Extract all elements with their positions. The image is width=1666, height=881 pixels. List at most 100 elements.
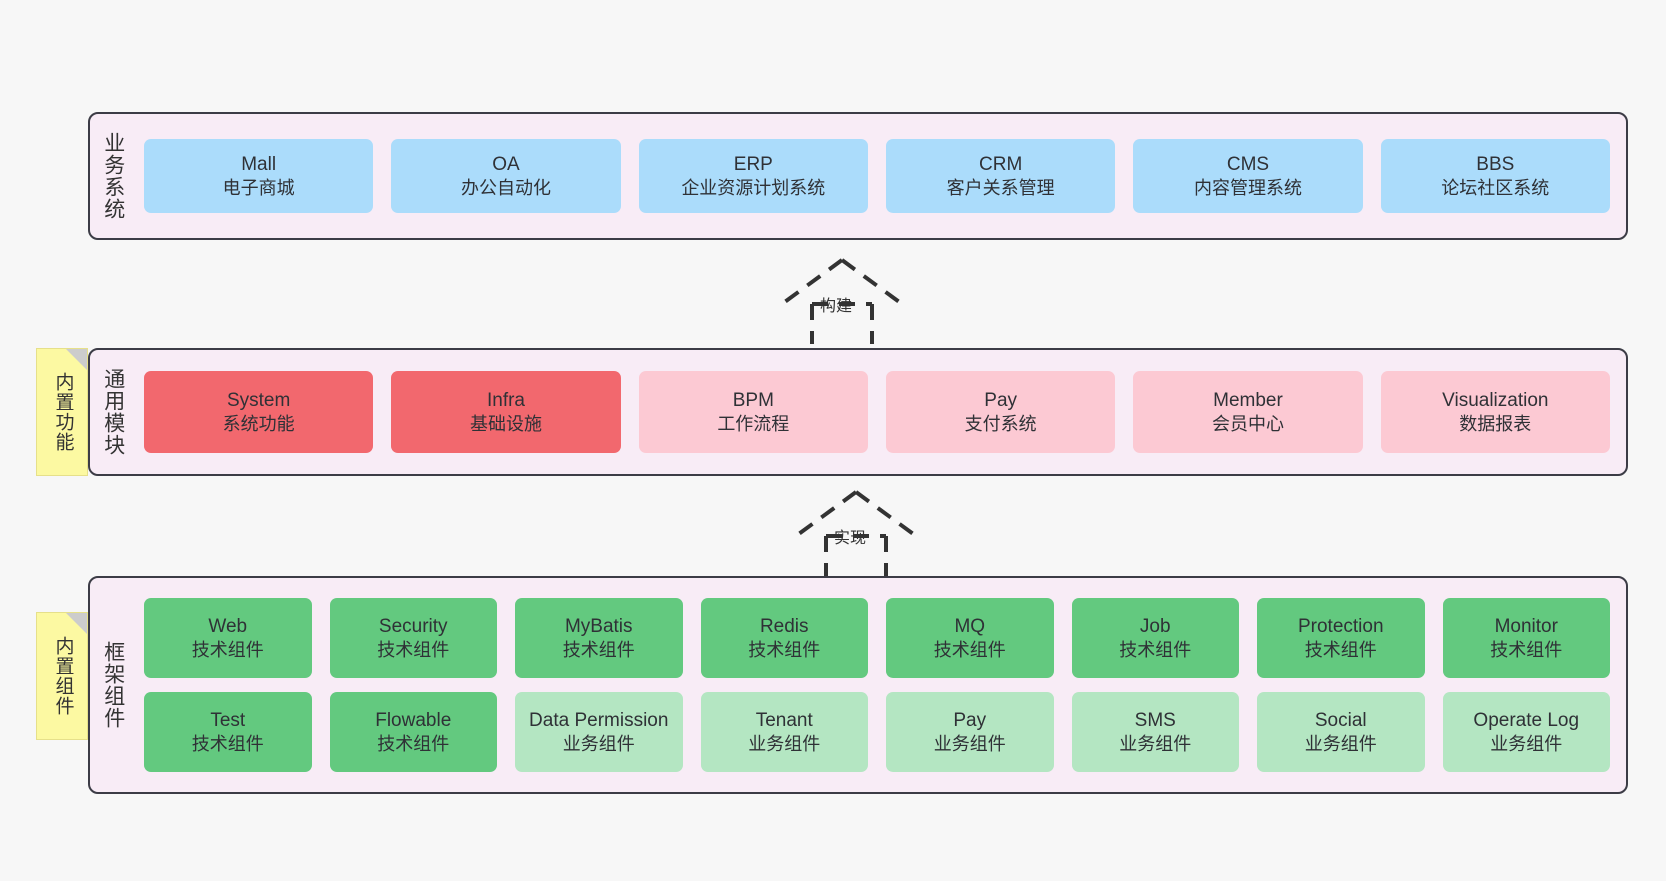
layer-business-systems: 业务系统 Mall 电子商城 OA 办公自动化 ERP 企业资源计划系统 CRM… (88, 112, 1628, 240)
card-subtitle: 业务组件 (933, 733, 1006, 754)
card-social[interactable]: Social 业务组件 (1257, 692, 1425, 772)
card-subtitle: 办公自动化 (460, 177, 551, 198)
card-oa[interactable]: OA 办公自动化 (391, 139, 621, 213)
card-subtitle: 技术组件 (191, 733, 264, 754)
card-visualization[interactable]: Visualization 数据报表 (1380, 371, 1610, 453)
card-title: System (226, 389, 291, 411)
card-redis[interactable]: Redis 技术组件 (700, 598, 868, 678)
card-subtitle: 支付系统 (964, 413, 1037, 434)
card-title: Mall (241, 153, 277, 175)
layer-common-modules: 通用模块 System 系统功能 Infra 基础设施 BPM 工作流程 Pay… (88, 348, 1628, 476)
card-subtitle: 技术组件 (562, 639, 635, 660)
card-title: CMS (1226, 153, 1270, 175)
card-subtitle: 数据报表 (1459, 413, 1532, 434)
card-subtitle: 内容管理系统 (1193, 177, 1302, 198)
card-tenant[interactable]: Tenant 业务组件 (700, 692, 868, 772)
card-title: Data Permission (529, 709, 669, 731)
card-title: MyBatis (564, 615, 633, 637)
card-subtitle: 会员中心 (1211, 413, 1284, 434)
card-title: Operate Log (1473, 709, 1580, 731)
card-subtitle: 技术组件 (377, 639, 450, 660)
arrow-build: 构建 (752, 256, 932, 346)
note-label: 内置组件 (52, 636, 74, 716)
card-security[interactable]: Security 技术组件 (329, 598, 497, 678)
card-subtitle: 电子商城 (222, 177, 295, 198)
card-subtitle: 技术组件 (377, 733, 450, 754)
card-subtitle: 业务组件 (1304, 733, 1377, 754)
card-subtitle: 技术组件 (1304, 639, 1377, 660)
card-mq[interactable]: MQ 技术组件 (886, 598, 1054, 678)
card-subtitle: 业务组件 (1119, 733, 1192, 754)
layer-body-business-systems: Mall 电子商城 OA 办公自动化 ERP 企业资源计划系统 CRM 客户关系… (136, 114, 1626, 238)
card-title: OA (492, 153, 520, 175)
card-row: Web 技术组件 Security 技术组件 MyBatis 技术组件 Redi… (144, 598, 1610, 678)
card-mall[interactable]: Mall 电子商城 (144, 139, 374, 213)
card-subtitle: 技术组件 (748, 639, 821, 660)
card-title: Protection (1297, 615, 1384, 637)
card-bbs[interactable]: BBS 论坛社区系统 (1380, 139, 1610, 213)
card-title: Monitor (1494, 615, 1558, 637)
card-title: BBS (1476, 153, 1515, 175)
card-title: Security (378, 615, 448, 637)
card-infra[interactable]: Infra 基础设施 (391, 371, 621, 453)
card-flowable[interactable]: Flowable 技术组件 (329, 692, 497, 772)
card-title: Tenant (755, 709, 813, 731)
card-subtitle: 论坛社区系统 (1441, 177, 1550, 198)
card-system[interactable]: System 系统功能 (144, 371, 374, 453)
card-monitor[interactable]: Monitor 技术组件 (1442, 598, 1610, 678)
layer-title-business-systems: 业务系统 (101, 132, 125, 220)
layer-title-common-modules: 通用模块 (101, 368, 125, 456)
card-subtitle: 业务组件 (1490, 733, 1563, 754)
card-title: ERP (733, 153, 773, 175)
card-title: Visualization (1442, 389, 1549, 411)
card-pay-component[interactable]: Pay 业务组件 (886, 692, 1054, 772)
card-row: System 系统功能 Infra 基础设施 BPM 工作流程 Pay 支付系统… (144, 371, 1610, 453)
card-title: Pay (953, 709, 987, 731)
card-cms[interactable]: CMS 内容管理系统 (1133, 139, 1363, 213)
card-subtitle: 业务组件 (562, 733, 635, 754)
card-subtitle: 技术组件 (1119, 639, 1192, 660)
card-job[interactable]: Job 技术组件 (1071, 598, 1239, 678)
layer-title-framework-components: 框架组件 (101, 641, 125, 729)
card-crm[interactable]: CRM 客户关系管理 (885, 139, 1116, 213)
card-test[interactable]: Test 技术组件 (144, 692, 312, 772)
note-builtin-functions: 内置功能 (36, 348, 88, 476)
card-pay-module[interactable]: Pay 支付系统 (885, 371, 1116, 453)
card-subtitle: 业务组件 (748, 733, 821, 754)
card-operate-log[interactable]: Operate Log 业务组件 (1442, 692, 1610, 772)
card-subtitle: 企业资源计划系统 (681, 177, 826, 198)
card-protection[interactable]: Protection 技术组件 (1257, 598, 1425, 678)
card-subtitle: 客户关系管理 (946, 177, 1055, 198)
card-title: Member (1213, 389, 1283, 411)
card-erp[interactable]: ERP 企业资源计划系统 (638, 139, 868, 213)
card-subtitle: 基础设施 (469, 413, 542, 434)
layer-body-common-modules: System 系统功能 Infra 基础设施 BPM 工作流程 Pay 支付系统… (136, 350, 1626, 474)
layer-framework-components: 框架组件 Web 技术组件 Security 技术组件 MyBatis 技术组件… (88, 576, 1628, 794)
card-subtitle: 技术组件 (191, 639, 264, 660)
card-data-permission[interactable]: Data Permission 业务组件 (515, 692, 683, 772)
card-title: Web (208, 615, 248, 637)
note-builtin-components: 内置组件 (36, 612, 88, 740)
card-title: Pay (984, 389, 1018, 411)
note-label: 内置功能 (52, 372, 74, 452)
card-sms[interactable]: SMS 业务组件 (1071, 692, 1239, 772)
card-title: BPM (732, 389, 774, 411)
card-subtitle: 技术组件 (1490, 639, 1563, 660)
card-web[interactable]: Web 技术组件 (144, 598, 312, 678)
card-title: CRM (979, 153, 1023, 175)
card-title: Redis (759, 615, 809, 637)
card-subtitle: 技术组件 (933, 639, 1006, 660)
card-member[interactable]: Member 会员中心 (1133, 371, 1363, 453)
arrow-build-label: 构建 (820, 298, 853, 315)
card-mybatis[interactable]: MyBatis 技术组件 (515, 598, 683, 678)
card-row: Test 技术组件 Flowable 技术组件 Data Permission … (144, 692, 1610, 772)
card-title: Job (1139, 615, 1171, 637)
card-row: Mall 电子商城 OA 办公自动化 ERP 企业资源计划系统 CRM 客户关系… (144, 139, 1610, 213)
card-title: Test (210, 709, 246, 731)
arrow-implement-label: 实现 (834, 530, 867, 547)
card-bpm[interactable]: BPM 工作流程 (638, 371, 868, 453)
card-subtitle: 工作流程 (717, 413, 790, 434)
card-title: Social (1314, 709, 1367, 731)
card-subtitle: 系统功能 (222, 413, 295, 434)
